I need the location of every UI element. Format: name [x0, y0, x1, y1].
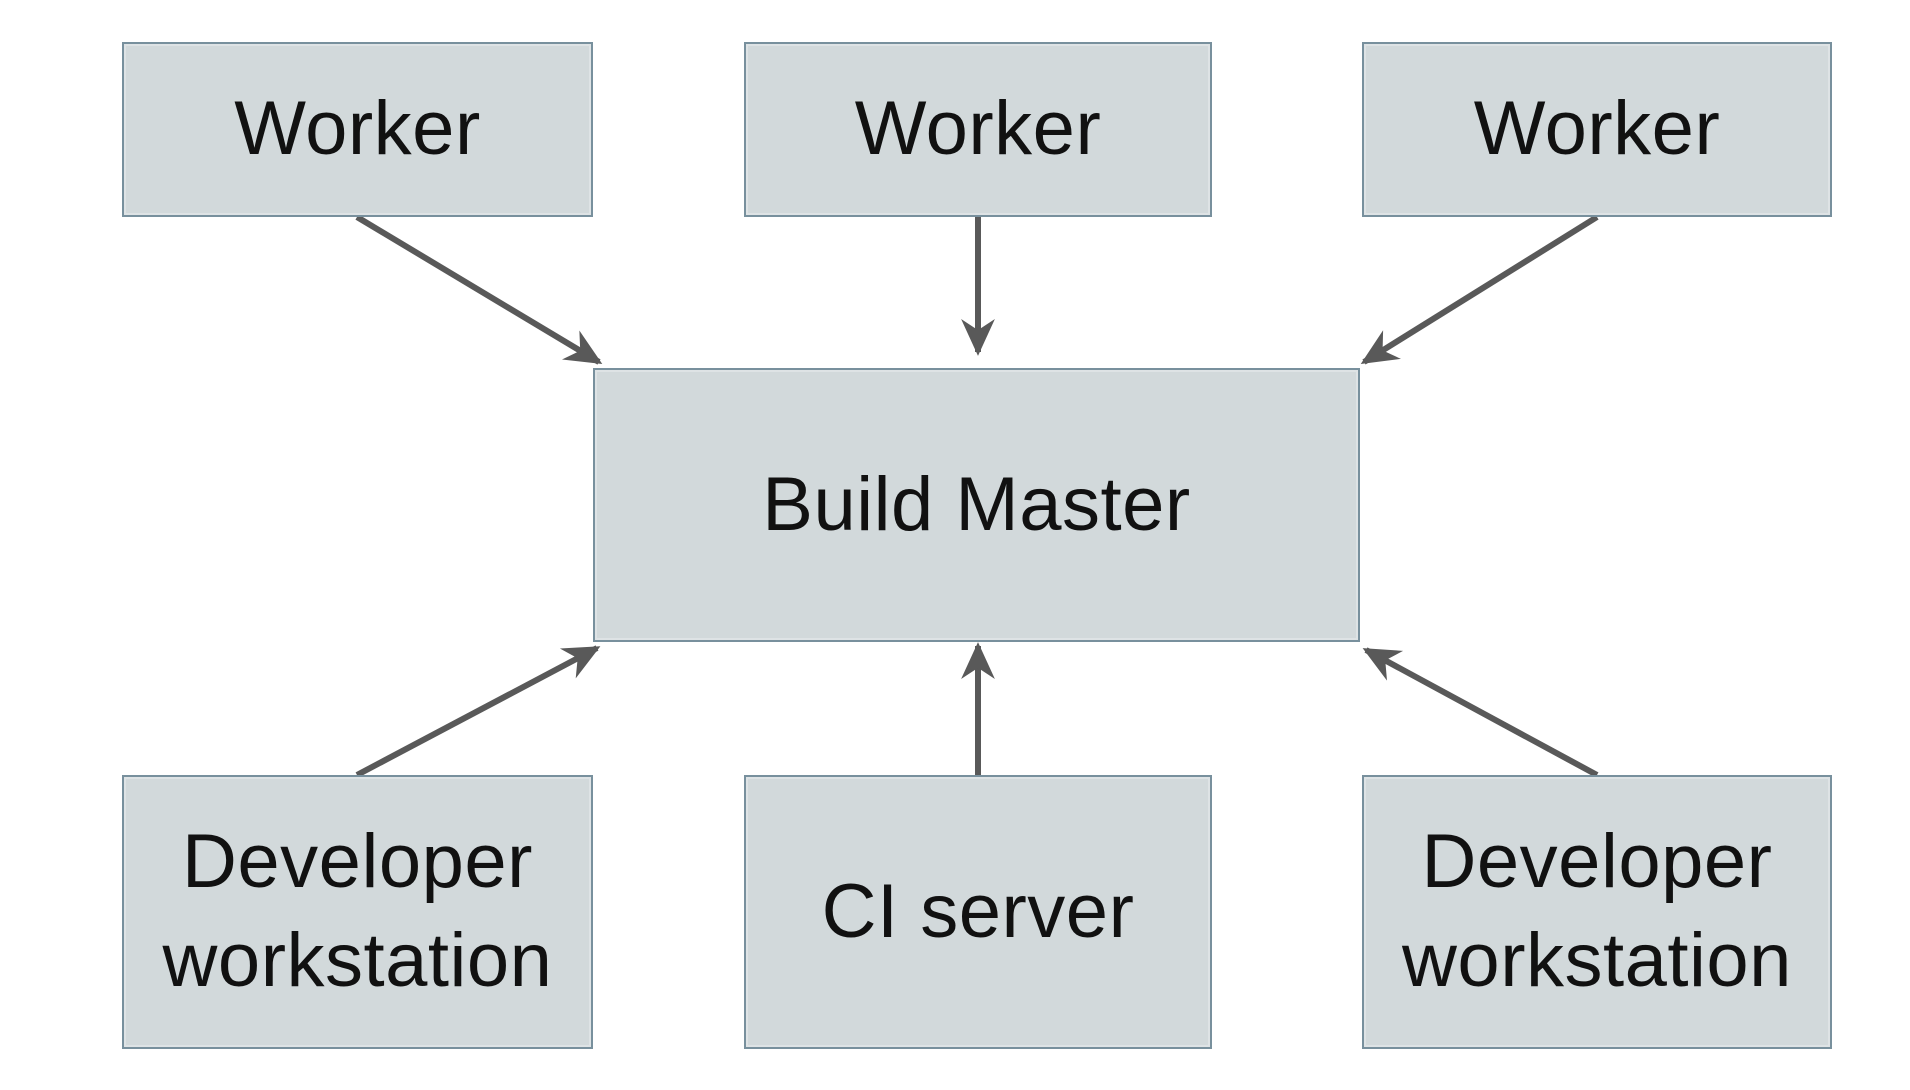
- node-label: Build Master: [762, 461, 1191, 547]
- node-label: Developer workstation: [1402, 819, 1792, 1003]
- node-ci-server: CI server: [744, 775, 1212, 1049]
- arrow-worker-1-to-build-master: [355, 214, 603, 365]
- node-label: Developer workstation: [162, 819, 553, 1003]
- arrow-developer-workstation-1-to-build-master: [355, 645, 601, 778]
- node-build-master: Build Master: [593, 368, 1360, 642]
- node-label: CI server: [821, 868, 1135, 954]
- node-developer-workstation-2: Developer workstation: [1362, 775, 1832, 1049]
- node-worker-1: Worker: [122, 42, 593, 217]
- node-label: Worker: [854, 86, 1102, 172]
- node-label: Worker: [234, 86, 481, 172]
- arrow-developer-workstation-2-to-build-master: [1362, 647, 1599, 778]
- arrow-worker-3-to-build-master: [1360, 214, 1599, 365]
- node-worker-2: Worker: [744, 42, 1212, 217]
- node-developer-workstation-1: Developer workstation: [122, 775, 593, 1049]
- node-label: Worker: [1473, 86, 1721, 172]
- node-worker-3: Worker: [1362, 42, 1832, 217]
